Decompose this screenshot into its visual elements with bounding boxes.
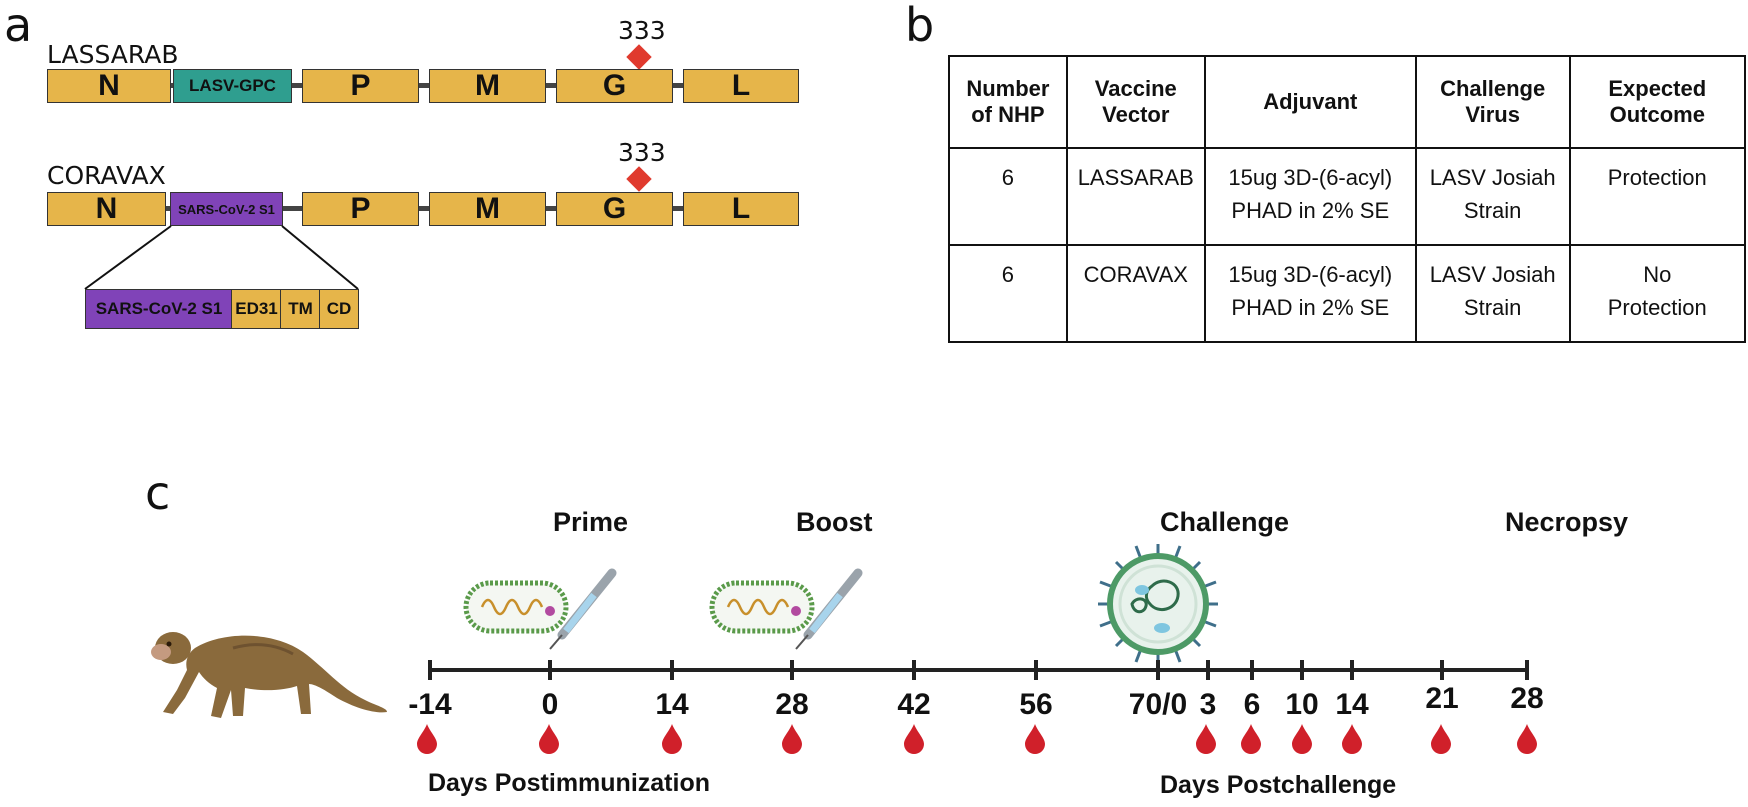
boost-syringe-icon <box>795 568 863 650</box>
blood-drop-icon <box>782 724 802 754</box>
cell-nhp: 6 <box>948 244 1068 343</box>
lassarab-gene-l: L <box>683 69 799 103</box>
timeline-tick-label: 14 <box>655 688 689 721</box>
blood-drop-icon <box>1292 724 1312 754</box>
timeline-tick-label: 0 <box>541 688 559 721</box>
timeline-tick-label: 28 <box>1510 682 1544 715</box>
coravax-gene-g: G <box>556 192 673 226</box>
blood-drop-icon <box>904 724 924 754</box>
phase-challenge-label: Challenge <box>1160 507 1290 537</box>
blood-drop-icon <box>1241 724 1261 754</box>
phase-boost-label: Boost <box>796 507 873 537</box>
panel-b-letter: b <box>905 0 935 52</box>
prime-syringe-icon <box>549 568 617 650</box>
coravax-backbone-line <box>47 206 799 211</box>
coravax-gene-n: N <box>47 192 166 226</box>
insert-sars-cov-2-s1: SARS-CoV-2 S1 <box>85 289 233 329</box>
monkey-icon <box>151 632 387 718</box>
insert-ed31: ED31 <box>231 289 282 329</box>
prime-vaccine-vector-icon <box>463 568 617 650</box>
insert-tm: TM <box>280 289 321 329</box>
blood-drop-icon <box>662 724 682 754</box>
timeline-tick-label: 10 <box>1285 688 1319 721</box>
insert-expansion-lines <box>84 225 359 290</box>
coravax-gene-l: L <box>683 192 799 226</box>
blood-drop-icon <box>1431 724 1451 754</box>
lassarab-gene-g: G <box>556 69 673 103</box>
table-row: 6 CORAVAX 15ug 3D-(6-acyl)PHAD in 2% SE … <box>948 244 1747 343</box>
timeline-tick-label: -14 <box>408 688 452 721</box>
cell-outcome: Protection <box>1568 147 1747 246</box>
header-adjuvant: Adjuvant <box>1203 55 1417 149</box>
blood-drop-icon <box>1342 724 1362 754</box>
lassarab-site-number: 333 <box>618 16 666 45</box>
blood-drop-icon <box>539 724 559 754</box>
coravax-gene-m: M <box>429 192 546 226</box>
virus-icon <box>1098 544 1218 664</box>
blood-drop-icon <box>417 724 437 754</box>
timeline-tick-label: 28 <box>775 688 809 721</box>
cell-vector: CORAVAX <box>1065 244 1206 343</box>
panel-a-letter: a <box>4 0 33 52</box>
boost-vaccine-vector-icon <box>709 568 863 650</box>
timeline-tick-label: 42 <box>897 688 931 721</box>
coravax-site-number: 333 <box>618 138 666 167</box>
timeline-tick-label: 6 <box>1243 688 1261 721</box>
cell-adjuvant: 15ug 3D-(6-acyl)PHAD in 2% SE <box>1203 147 1417 246</box>
phase-necropsy-label: Necropsy <box>1505 507 1629 537</box>
lassarab-gene-m: M <box>429 69 546 103</box>
coravax-gene-sars-cov-2-s1: SARS-CoV-2 S1 <box>170 192 283 226</box>
insert-cd: CD <box>319 289 359 329</box>
timeline-tick-label: 14 <box>1335 688 1369 721</box>
lassarab-backbone-line <box>47 83 799 88</box>
panel-c-letter: c <box>145 466 171 520</box>
blood-drop-icon <box>1517 724 1537 754</box>
cell-adjuvant: 15ug 3D-(6-acyl)PHAD in 2% SE <box>1203 244 1417 343</box>
blood-drop-icon <box>1025 724 1045 754</box>
timeline-tick-label: 21 <box>1425 682 1459 715</box>
cell-vector: LASSARAB <box>1065 147 1206 246</box>
phase-prime-label: Prime <box>553 507 629 537</box>
axis-title-postimmunization: Days Postimmunization <box>428 769 710 797</box>
lassarab-gene-p: P <box>302 69 419 103</box>
table-row: 6 LASSARAB 15ug 3D-(6-acyl)PHAD in 2% SE… <box>948 147 1747 246</box>
lassarab-gene-n: N <box>47 69 171 103</box>
timeline-tick-label: 70/0 <box>1128 688 1188 721</box>
axis-title-postchallenge: Days Postchallenge <box>1160 771 1397 799</box>
timeline-tick-label: 56 <box>1019 688 1053 721</box>
lassarab-label: LASSARAB <box>47 40 179 69</box>
timeline-tick-label: 3 <box>1199 688 1217 721</box>
cell-nhp: 6 <box>948 147 1068 246</box>
lassarab-gene-lasv-gpc: LASV-GPC <box>173 69 292 103</box>
coravax-gene-p: P <box>302 192 419 226</box>
coravax-label: CORAVAX <box>47 161 166 190</box>
blood-drop-icon <box>1196 724 1216 754</box>
